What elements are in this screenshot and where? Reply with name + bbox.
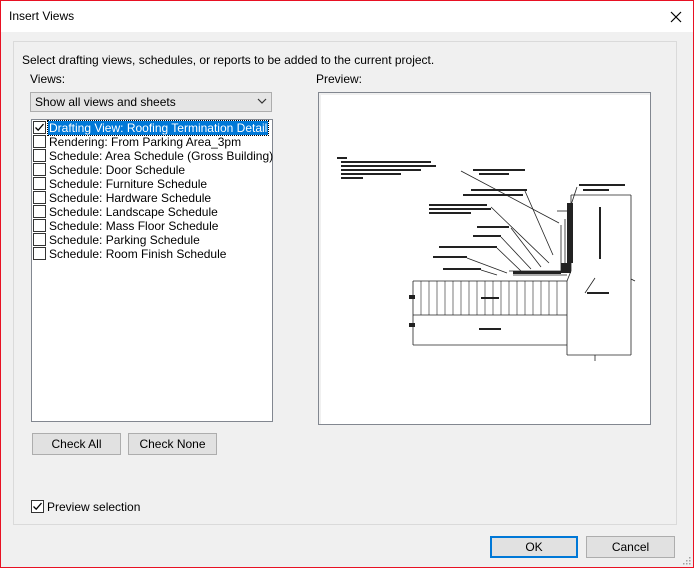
- check-all-button[interactable]: Check All: [32, 433, 121, 455]
- view-checkbox[interactable]: [33, 135, 46, 148]
- checkmark-icon: [33, 502, 42, 511]
- preview-selection-label: Preview selection: [47, 500, 141, 514]
- views-list[interactable]: Drafting View: Roofing Termination Detai…: [31, 119, 273, 422]
- window-title: Insert Views: [9, 9, 75, 23]
- view-checkbox[interactable]: [33, 219, 46, 232]
- close-button[interactable]: [659, 1, 693, 32]
- checkmark-icon: [35, 123, 44, 132]
- view-label: Schedule: Furniture Schedule: [49, 177, 208, 191]
- instructions-text: Select drafting views, schedules, or rep…: [22, 53, 435, 67]
- check-none-button[interactable]: Check None: [128, 433, 217, 455]
- main-panel: Select drafting views, schedules, or rep…: [13, 41, 677, 525]
- preview-selection-box[interactable]: [31, 500, 44, 513]
- view-checkbox[interactable]: [33, 233, 46, 246]
- preview-label: Preview:: [316, 72, 363, 86]
- view-checkbox[interactable]: [33, 177, 46, 190]
- view-checkbox[interactable]: [33, 149, 46, 162]
- view-checkbox[interactable]: [33, 247, 46, 260]
- view-checkbox[interactable]: [33, 163, 46, 176]
- view-label: Schedule: Landscape Schedule: [49, 205, 218, 219]
- close-icon: [670, 11, 682, 22]
- view-checkbox[interactable]: [33, 191, 46, 204]
- view-checkbox[interactable]: [33, 121, 46, 134]
- view-label: Schedule: Mass Floor Schedule: [49, 219, 219, 233]
- view-label: Schedule: Area Schedule (Gross Building): [49, 149, 274, 163]
- views-filter-dropdown[interactable]: Show all views and sheets: [30, 92, 272, 112]
- view-label: Rendering: From Parking Area_3pm: [49, 135, 242, 149]
- chevron-down-icon: [257, 98, 267, 104]
- title-bar[interactable]: Insert Views: [1, 1, 693, 32]
- view-label: Schedule: Door Schedule: [49, 163, 186, 177]
- views-label: Views:: [30, 72, 66, 86]
- detail-drawing-preview: [337, 157, 636, 361]
- views-filter-value: Show all views and sheets: [35, 95, 176, 109]
- view-label: Schedule: Parking Schedule: [49, 233, 200, 247]
- view-label: Drafting View: Roofing Termination Detai…: [46, 120, 270, 136]
- view-label: Schedule: Room Finish Schedule: [49, 247, 227, 261]
- view-checkbox[interactable]: [33, 205, 46, 218]
- preview-pane: [318, 92, 651, 425]
- cancel-button[interactable]: Cancel: [586, 536, 675, 558]
- preview-canvas: [321, 95, 650, 424]
- view-label: Schedule: Hardware Schedule: [49, 191, 212, 205]
- ok-button[interactable]: OK: [490, 536, 578, 558]
- resize-grip-icon[interactable]: [681, 555, 691, 565]
